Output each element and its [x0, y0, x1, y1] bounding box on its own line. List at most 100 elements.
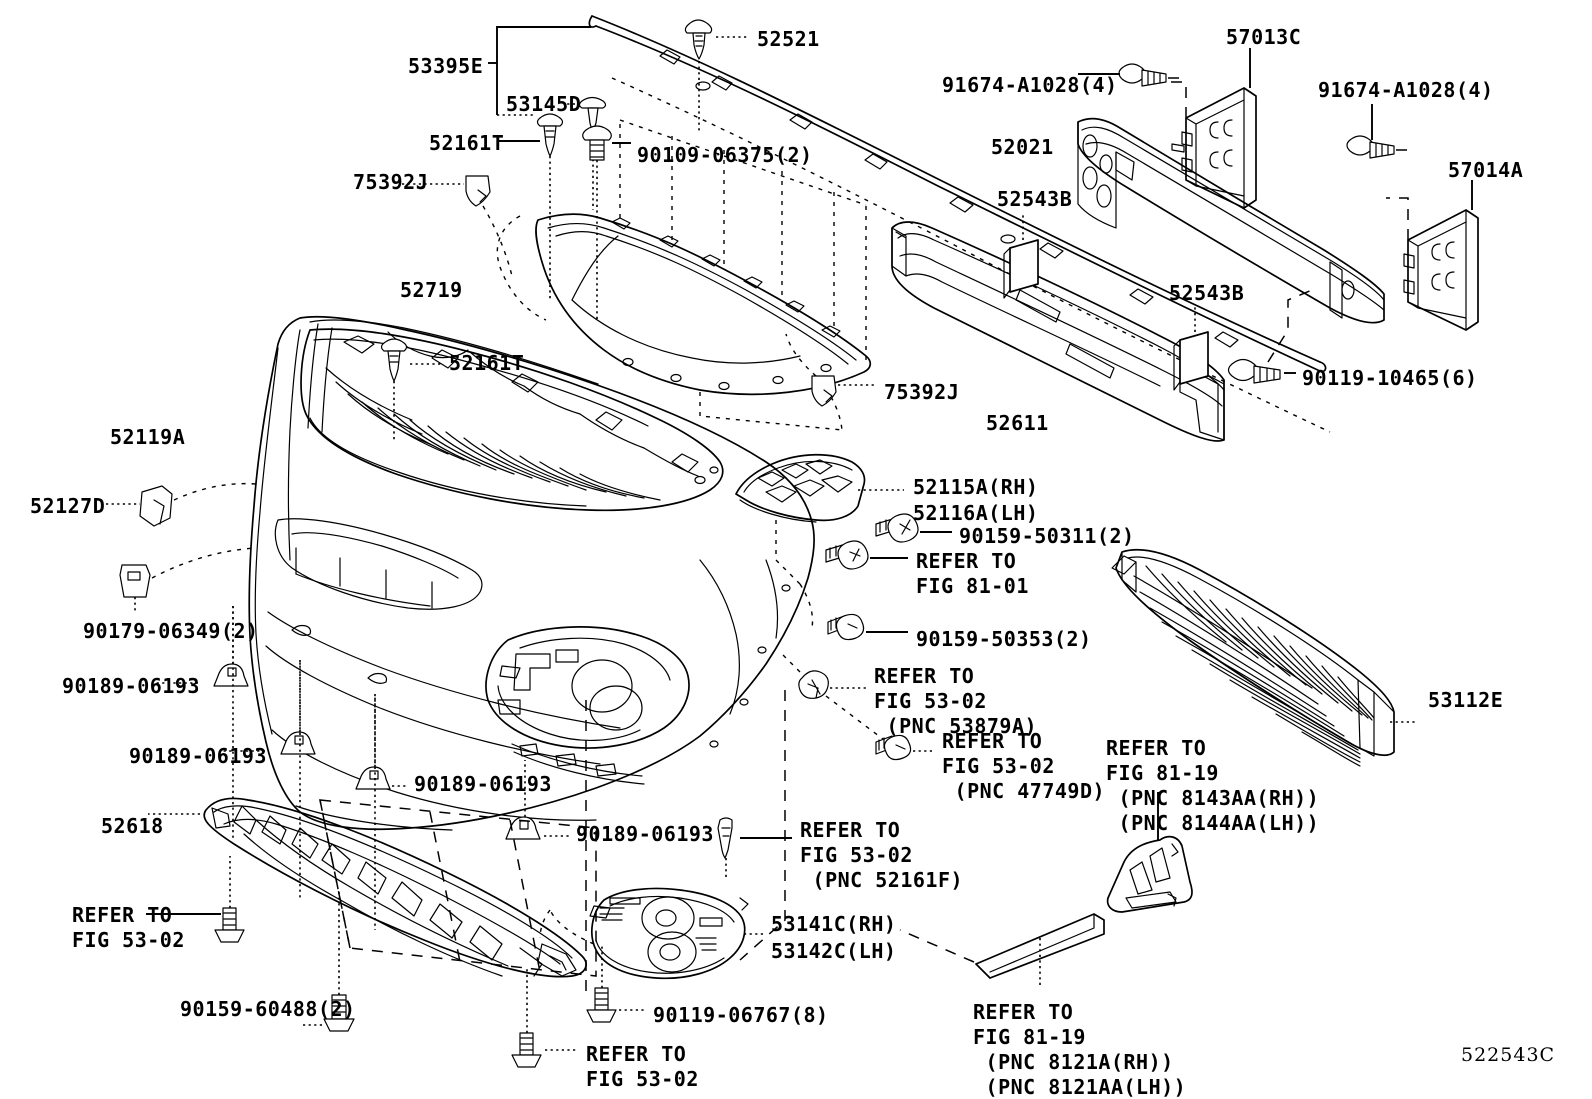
- clip-90189-06193-4: [505, 760, 570, 840]
- part-label-52021: 52021: [991, 135, 1054, 159]
- part-label-75392j-mid: 75392J: [884, 380, 960, 404]
- part-refer-8121a-wedge: [899, 913, 1105, 985]
- clip-52161t-mid: [380, 338, 442, 440]
- part-label-57013c: 57013C: [1226, 25, 1302, 49]
- part-label-90189-06193-3: 90189-06193: [414, 772, 552, 796]
- part-label-52161t-top: 52161T: [429, 131, 505, 155]
- part-52543b-1: [1003, 212, 1039, 299]
- refer-line: (PNC 8121AA(LH)): [973, 1075, 1187, 1099]
- part-label-52115a: 52115A(RH): [913, 475, 1039, 499]
- part-label-90119-10465: 90119-10465(6): [1302, 366, 1478, 390]
- refer-line: (PNC 52161F): [800, 868, 964, 892]
- part-label-52161t-mid: 52161T: [449, 351, 525, 375]
- part-52119a-bumper-cover: [248, 315, 815, 831]
- clip-75392j-top: [402, 175, 513, 277]
- refer-line: (PNC 47749D): [942, 779, 1106, 803]
- part-57013c-bracket: [1164, 48, 1257, 209]
- refer-line: REFER TO: [916, 549, 1017, 573]
- part-52618-lower-cover: [148, 797, 597, 978]
- part-52127d-retainer: [106, 482, 257, 527]
- clip-75392j-mid: [785, 333, 876, 407]
- part-52611-absorber: [891, 221, 1225, 442]
- refer-line: FIG 81-19: [973, 1025, 1086, 1049]
- part-label-53145d: 53145D: [506, 92, 582, 116]
- part-refer-8143aa-bracket: [1106, 792, 1193, 913]
- bolt-91674-a1028-left: [1078, 63, 1186, 87]
- refer-line: (PNC 8121A(RH)): [973, 1050, 1174, 1074]
- refer-line: REFER TO: [942, 729, 1043, 753]
- clip-refer-52161f: [717, 817, 792, 880]
- refer-line: (PNC 8143AA(RH)): [1106, 786, 1320, 810]
- part-label-53141c: 53141C(RH): [771, 912, 897, 936]
- part-label-52521: 52521: [757, 27, 820, 51]
- clip-90179-06349: [119, 547, 257, 612]
- part-label-57014a: 57014A: [1448, 158, 1524, 182]
- screw-refer-81-01: [825, 540, 908, 570]
- screw-refer-53-02-left: [146, 856, 245, 943]
- part-label-52543b-1: 52543B: [997, 187, 1073, 211]
- refer-line: FIG 53-02: [800, 843, 913, 867]
- refer-line: (PNC 53879A): [874, 714, 1038, 738]
- refer-line: REFER TO: [586, 1042, 687, 1066]
- clip-52161t-top: [498, 113, 564, 300]
- refer-line: REFER TO: [973, 1000, 1074, 1024]
- part-label-90159-50353: 90159-50353(2): [916, 627, 1092, 651]
- refer-line: FIG 53-02: [72, 928, 185, 952]
- bolt-90119-10465: [1227, 289, 1313, 384]
- screw-refer-53-02-bottom: [511, 966, 578, 1068]
- clip-90189-06193-2: [222, 660, 316, 755]
- part-label-52119a: 52119A: [110, 425, 186, 449]
- part-57014a-bracket: [1386, 180, 1479, 331]
- bolt-90109-06375: [582, 125, 631, 320]
- part-label-52116a: 52116A(LH): [913, 501, 1039, 525]
- part-label-53395e: 53395E: [408, 54, 484, 78]
- refer-line: REFER TO: [874, 664, 975, 688]
- clip-52521: [684, 19, 748, 132]
- part-label-52719: 52719: [400, 278, 463, 302]
- screw-90159-50311: [875, 513, 952, 543]
- refer-line: FIG 81-01: [916, 574, 1029, 598]
- screw-90159-50353: [827, 613, 908, 641]
- part-label-52611: 52611: [986, 411, 1049, 435]
- refer-line: FIG 81-19: [1106, 761, 1219, 785]
- part-label-90159-50311: 90159-50311(2): [959, 524, 1135, 548]
- part-label-53112e: 53112E: [1428, 688, 1504, 712]
- clip-refer-53879a: [779, 651, 901, 753]
- bracket-53395e: [488, 26, 591, 116]
- refer-line: (PNC 8144AA(LH)): [1106, 811, 1320, 835]
- part-53141c-fog-bezel: [539, 887, 764, 980]
- part-label-90189-06193-4: 90189-06193: [576, 822, 714, 846]
- part-label-90119-06767: 90119-06767(8): [653, 1003, 829, 1027]
- part-label-52127d: 52127D: [30, 494, 106, 518]
- assembly-dashed-locators: [232, 606, 786, 1000]
- part-label-90189-06193-2: 90189-06193: [129, 744, 267, 768]
- figure-number: 522543C: [1461, 1044, 1556, 1066]
- refer-line: REFER TO: [72, 903, 173, 927]
- part-label-91674-a1028-r: 91674-A1028(4): [1318, 78, 1494, 102]
- part-label-90179-06349: 90179-06349(2): [83, 619, 259, 643]
- refer-line: REFER TO: [800, 818, 901, 842]
- part-label-90189-06193-1: 90189-06193: [62, 674, 200, 698]
- part-52719-grille-panel: [496, 119, 872, 431]
- part-53112e-lower-grille: [1111, 548, 1418, 767]
- part-52115a-retainer: [735, 453, 904, 629]
- refer-line: FIG 53-02: [874, 689, 987, 713]
- part-label-53142c: 53142C(LH): [771, 939, 897, 963]
- screw-refer-47749d: [875, 734, 934, 761]
- part-label-90109-06375: 90109-06375(2): [637, 143, 813, 167]
- part-label-52543b-2: 52543B: [1169, 281, 1245, 305]
- part-label-75392j-top: 75392J: [353, 170, 429, 194]
- screw-90159-60488: [300, 890, 355, 1032]
- part-label-91674-a1028-l: 91674-A1028(4): [942, 73, 1118, 97]
- refer-line: REFER TO: [1106, 736, 1207, 760]
- refer-line: FIG 53-02: [586, 1067, 699, 1091]
